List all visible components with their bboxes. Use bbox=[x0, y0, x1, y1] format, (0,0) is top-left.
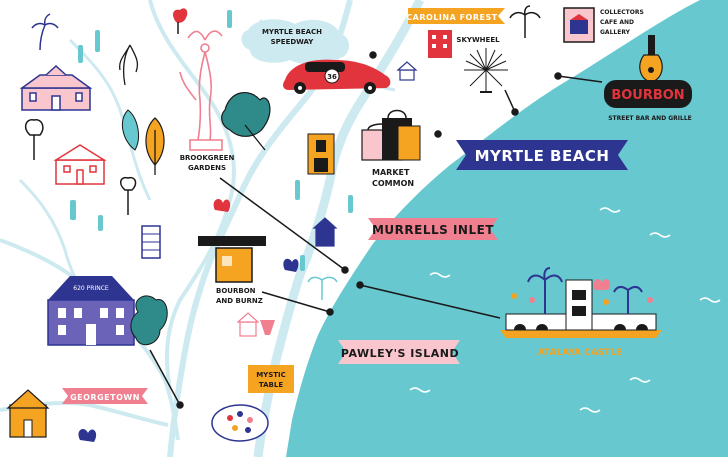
bush-icon bbox=[130, 295, 168, 346]
speedway-cloud bbox=[241, 19, 349, 65]
leaf-tree-icon bbox=[145, 117, 165, 175]
cactus-icon bbox=[70, 10, 355, 424]
tree-icon bbox=[24, 119, 44, 160]
georgetown-banner: GEORGETOWN bbox=[62, 388, 148, 404]
atalaya-castle-icon bbox=[500, 279, 662, 338]
svg-text:MYSTIC: MYSTIC bbox=[256, 371, 286, 379]
svg-text:36: 36 bbox=[327, 73, 337, 81]
coffee-label-line2: CAFE AND bbox=[600, 19, 634, 26]
palm-tree-icon bbox=[307, 276, 338, 300]
stream bbox=[68, 38, 152, 201]
skywheel-icon bbox=[464, 48, 508, 93]
palm-tree-icon bbox=[31, 13, 59, 51]
bourbon-burnz-label-line2: AND BURNZ bbox=[216, 297, 263, 305]
cake-icon bbox=[563, 7, 595, 43]
pee-dee-river bbox=[148, 0, 236, 391]
apartment-building-icon bbox=[428, 30, 452, 58]
coffee-label-line3: GALLERY bbox=[600, 29, 631, 36]
house-icon bbox=[396, 61, 418, 81]
building-icon bbox=[307, 133, 335, 175]
svg-text:TABLE: TABLE bbox=[259, 381, 283, 389]
atalaya-label: ATALAYA CASTLE bbox=[538, 348, 622, 358]
bourbon-burnz-label: BOURBON bbox=[216, 287, 256, 295]
house-icon bbox=[6, 389, 50, 438]
myrtle-beach-banner: MYRTLE BEACH bbox=[456, 140, 628, 170]
whiskey-glass-icon bbox=[198, 236, 266, 283]
leaf-tree-icon bbox=[121, 109, 139, 151]
bourbon-sub-label: STREET BAR AND GRILLE bbox=[608, 115, 692, 122]
brookgreen-label: BROOKGREEN bbox=[180, 154, 235, 162]
market-common-label: MARKET bbox=[372, 168, 410, 177]
shopping-bags-icon bbox=[361, 109, 421, 161]
bourbon-sign: BOURBON bbox=[604, 80, 692, 108]
market-common-label-line2: COMMON bbox=[372, 179, 414, 188]
svg-text:BOURBON: BOURBON bbox=[611, 88, 684, 103]
pointer-lines bbox=[149, 51, 603, 409]
house-icon bbox=[312, 217, 338, 247]
tree-icon bbox=[173, 8, 188, 34]
svg-text:MURRELLS INLET: MURRELLS INLET bbox=[372, 223, 494, 237]
svg-text:GEORGETOWN: GEORGETOWN bbox=[70, 393, 140, 402]
svg-text:620 PRINCE: 620 PRINCE bbox=[73, 285, 109, 292]
house-icon bbox=[53, 144, 107, 185]
palm-tree-icon bbox=[509, 5, 541, 38]
plantation-house-icon: 620 PRINCE bbox=[47, 276, 135, 346]
house-icon bbox=[236, 312, 260, 337]
skywheel-label: SKYWHEEL bbox=[456, 36, 500, 44]
murrells-inlet-banner: MURRELLS INLET bbox=[368, 218, 498, 240]
svg-text:CAROLINA FOREST: CAROLINA FOREST bbox=[406, 13, 497, 22]
monstera-plant-icon bbox=[221, 92, 271, 151]
speedway-label: MYRTLE BEACH bbox=[262, 28, 322, 36]
speedway-label-line2: SPEEDWAY bbox=[271, 38, 315, 46]
building-icon bbox=[141, 225, 161, 259]
svg-text:PAWLEY'S ISLAND: PAWLEY'S ISLAND bbox=[341, 347, 459, 360]
brookgreen-label-line2: GARDENS bbox=[188, 164, 226, 172]
brookgreen-statue-icon bbox=[179, 30, 223, 151]
guitar-icon bbox=[639, 35, 663, 83]
svg-text:MYRTLE BEACH: MYRTLE BEACH bbox=[475, 147, 610, 165]
flower-icon bbox=[511, 293, 653, 305]
mystic-table-sign: MYSTIC TABLE bbox=[248, 365, 294, 393]
carolina-forest-banner: CAROLINA FOREST bbox=[406, 8, 505, 24]
race-car-icon: 36 bbox=[283, 59, 391, 94]
food-plate-icon bbox=[211, 404, 269, 442]
house-icon bbox=[19, 64, 93, 111]
palm-tree-icon bbox=[527, 267, 643, 314]
coffee-label: COLLECTORS bbox=[600, 9, 644, 16]
wave-marks bbox=[409, 207, 721, 413]
tree-icon bbox=[120, 176, 137, 215]
small-plant-icon bbox=[78, 199, 299, 442]
pawleys-island-banner: PAWLEY'S ISLAND bbox=[338, 340, 460, 364]
fern-icon bbox=[119, 44, 139, 86]
